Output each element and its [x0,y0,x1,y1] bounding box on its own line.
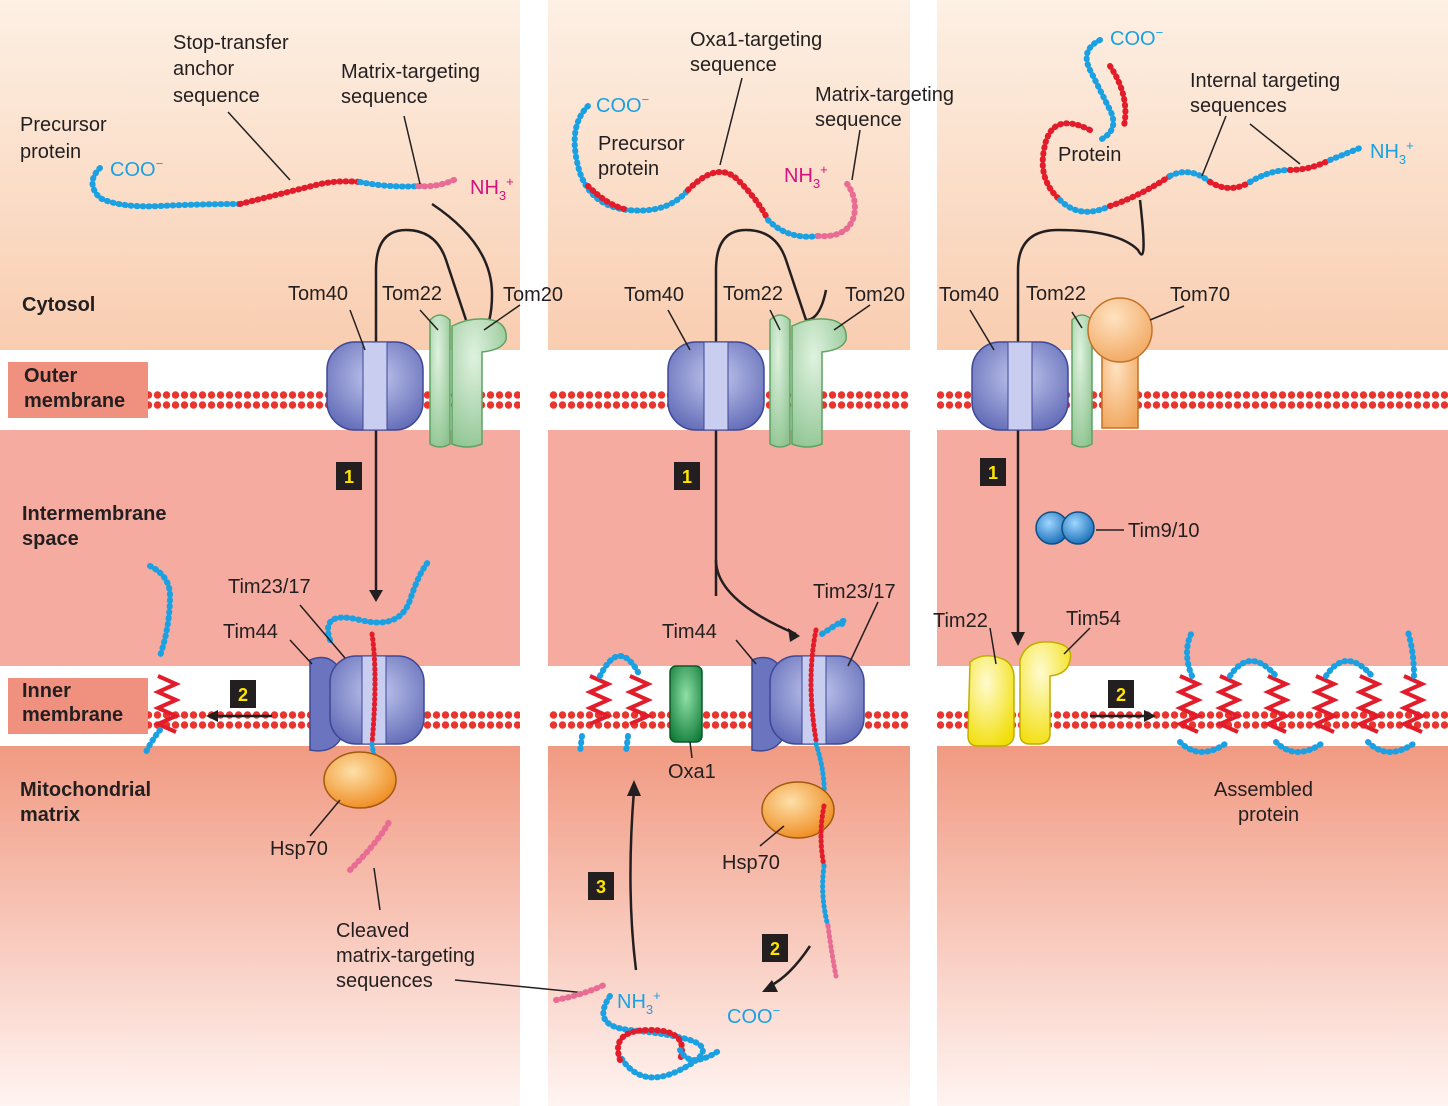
hsp70-2 [761,781,835,839]
matrix-protein-2 [553,981,723,1081]
coo-label-2: COO− [596,92,649,117]
precursor-chain-3 [1039,37,1363,215]
panel-3: 1 2 COO− Internal targeting sequences Pr… [933,25,1427,826]
precursor-label-2b: protein [598,158,659,180]
tim23-complex [309,655,425,752]
outer-membrane-label-1: Outer [24,365,78,387]
cleaved-sequence-1 [347,817,393,873]
assembled-label-b: protein [1238,804,1299,826]
matrix-label-1: Mitochondrial [20,779,151,801]
nh3-label-2b: NH3+ [617,988,661,1017]
step-2-p2: 2 [770,939,780,959]
step-1-p3: 1 [988,463,998,483]
precursor-chain-1 [89,165,461,210]
hsp70-label-2: Hsp70 [722,852,780,874]
stop-transfer-label-c: sequence [173,85,260,107]
tom22-label-1: Tom22 [382,283,442,305]
internal-label-a: Internal targeting [1190,70,1340,92]
tim22-label: Tim22 [933,610,988,632]
tim23-complex-2 [751,655,865,752]
matrix-targeting-label-1b: sequence [341,86,428,108]
nh3-label-3: NH3+ [1370,138,1414,167]
oxa-targeting-label-a: Oxa1-targeting [690,29,822,51]
tom40-label-2: Tom40 [624,284,684,306]
tim22-complex [967,641,1072,747]
tim910-label: Tim9/10 [1128,520,1200,542]
panel-2: 1 2 3 COO− Precursor protein Oxa1-target… [553,29,954,1081]
tom20-label-2: Tom20 [845,284,905,306]
stop-transfer-label-b: anchor [173,58,234,80]
oxa1 [669,665,703,743]
coo-label-3: COO− [1110,25,1163,50]
tom22-label-3: Tom22 [1026,283,1086,305]
precursor-label-1a: Precursor [20,114,107,136]
matrix-targeting-label-1a: Matrix-targeting [341,61,480,83]
outer-membrane-label-2: membrane [24,390,125,412]
coo-label-2b: COO− [727,1003,780,1028]
panel-1: 1 2 Precursor protein Stop-transfer anch… [20,32,587,994]
tim54-label: Tim54 [1066,608,1121,630]
matrix-targeting-label-2a: Matrix-targeting [815,84,954,106]
hsp70-label-1: Hsp70 [270,838,328,860]
tom22-label-2: Tom22 [723,283,783,305]
coo-label-1: COO− [110,156,163,181]
inner-membrane-label-2: membrane [22,704,123,726]
ims-label-2: space [22,528,79,550]
tim44-label-2: Tim44 [662,621,717,643]
assembled-label-a: Assembled [1214,779,1313,801]
tom40-label-1: Tom40 [288,283,348,305]
tom22-tom20 [429,314,507,448]
cleaved-label-c: sequences [336,970,433,992]
protein-label-3: Protein [1058,144,1121,166]
oxa-targeting-label-b: sequence [690,54,777,76]
tim23-label-1: Tim23/17 [228,576,311,598]
cytosol-label: Cytosol [22,294,95,316]
stop-transfer-label-a: Stop-transfer [173,32,289,54]
tom22-tom20-2 [769,314,847,448]
cleaved-label-a: Cleaved [336,920,409,942]
assembled-protein [1175,629,1427,755]
step-3-p2: 3 [596,877,606,897]
tom70 [1087,297,1153,429]
step-1-p2: 1 [682,467,692,487]
tom40-label-3: Tom40 [939,284,999,306]
precursor-label-2a: Precursor [598,133,685,155]
tom22-3 [1071,314,1093,448]
tom70-label: Tom70 [1170,284,1230,306]
nh3-label-1: NH3+ [470,174,514,203]
tim44-label-1: Tim44 [223,621,278,643]
tom40-complex [326,341,424,431]
tim23-label-2: Tim23/17 [813,581,896,603]
step-2-p1: 2 [238,685,248,705]
anchored-protein-1 [143,563,181,755]
tom40-complex-2 [667,341,765,431]
step-1-p1: 1 [344,467,354,487]
step-2-p3: 2 [1116,685,1126,705]
internal-label-b: sequences [1190,95,1287,117]
tom20-label-1: Tom20 [503,284,563,306]
tim9-10 [1035,511,1095,545]
nh3-label-2: NH3+ [784,162,828,191]
precursor-label-1b: protein [20,141,81,163]
cleaved-label-b: matrix-targeting [336,945,475,967]
matrix-label-2: matrix [20,804,80,826]
tom40-complex-3 [971,341,1069,431]
hsp70-1 [323,751,397,809]
matrix-targeting-label-2b: sequence [815,109,902,131]
oxa1-label: Oxa1 [668,761,716,783]
ims-label-1: Intermembrane [22,503,167,525]
import-path-1 [374,228,468,596]
oxa1-inserted-protein [577,653,653,755]
inner-membrane-label-1: Inner [22,680,71,702]
